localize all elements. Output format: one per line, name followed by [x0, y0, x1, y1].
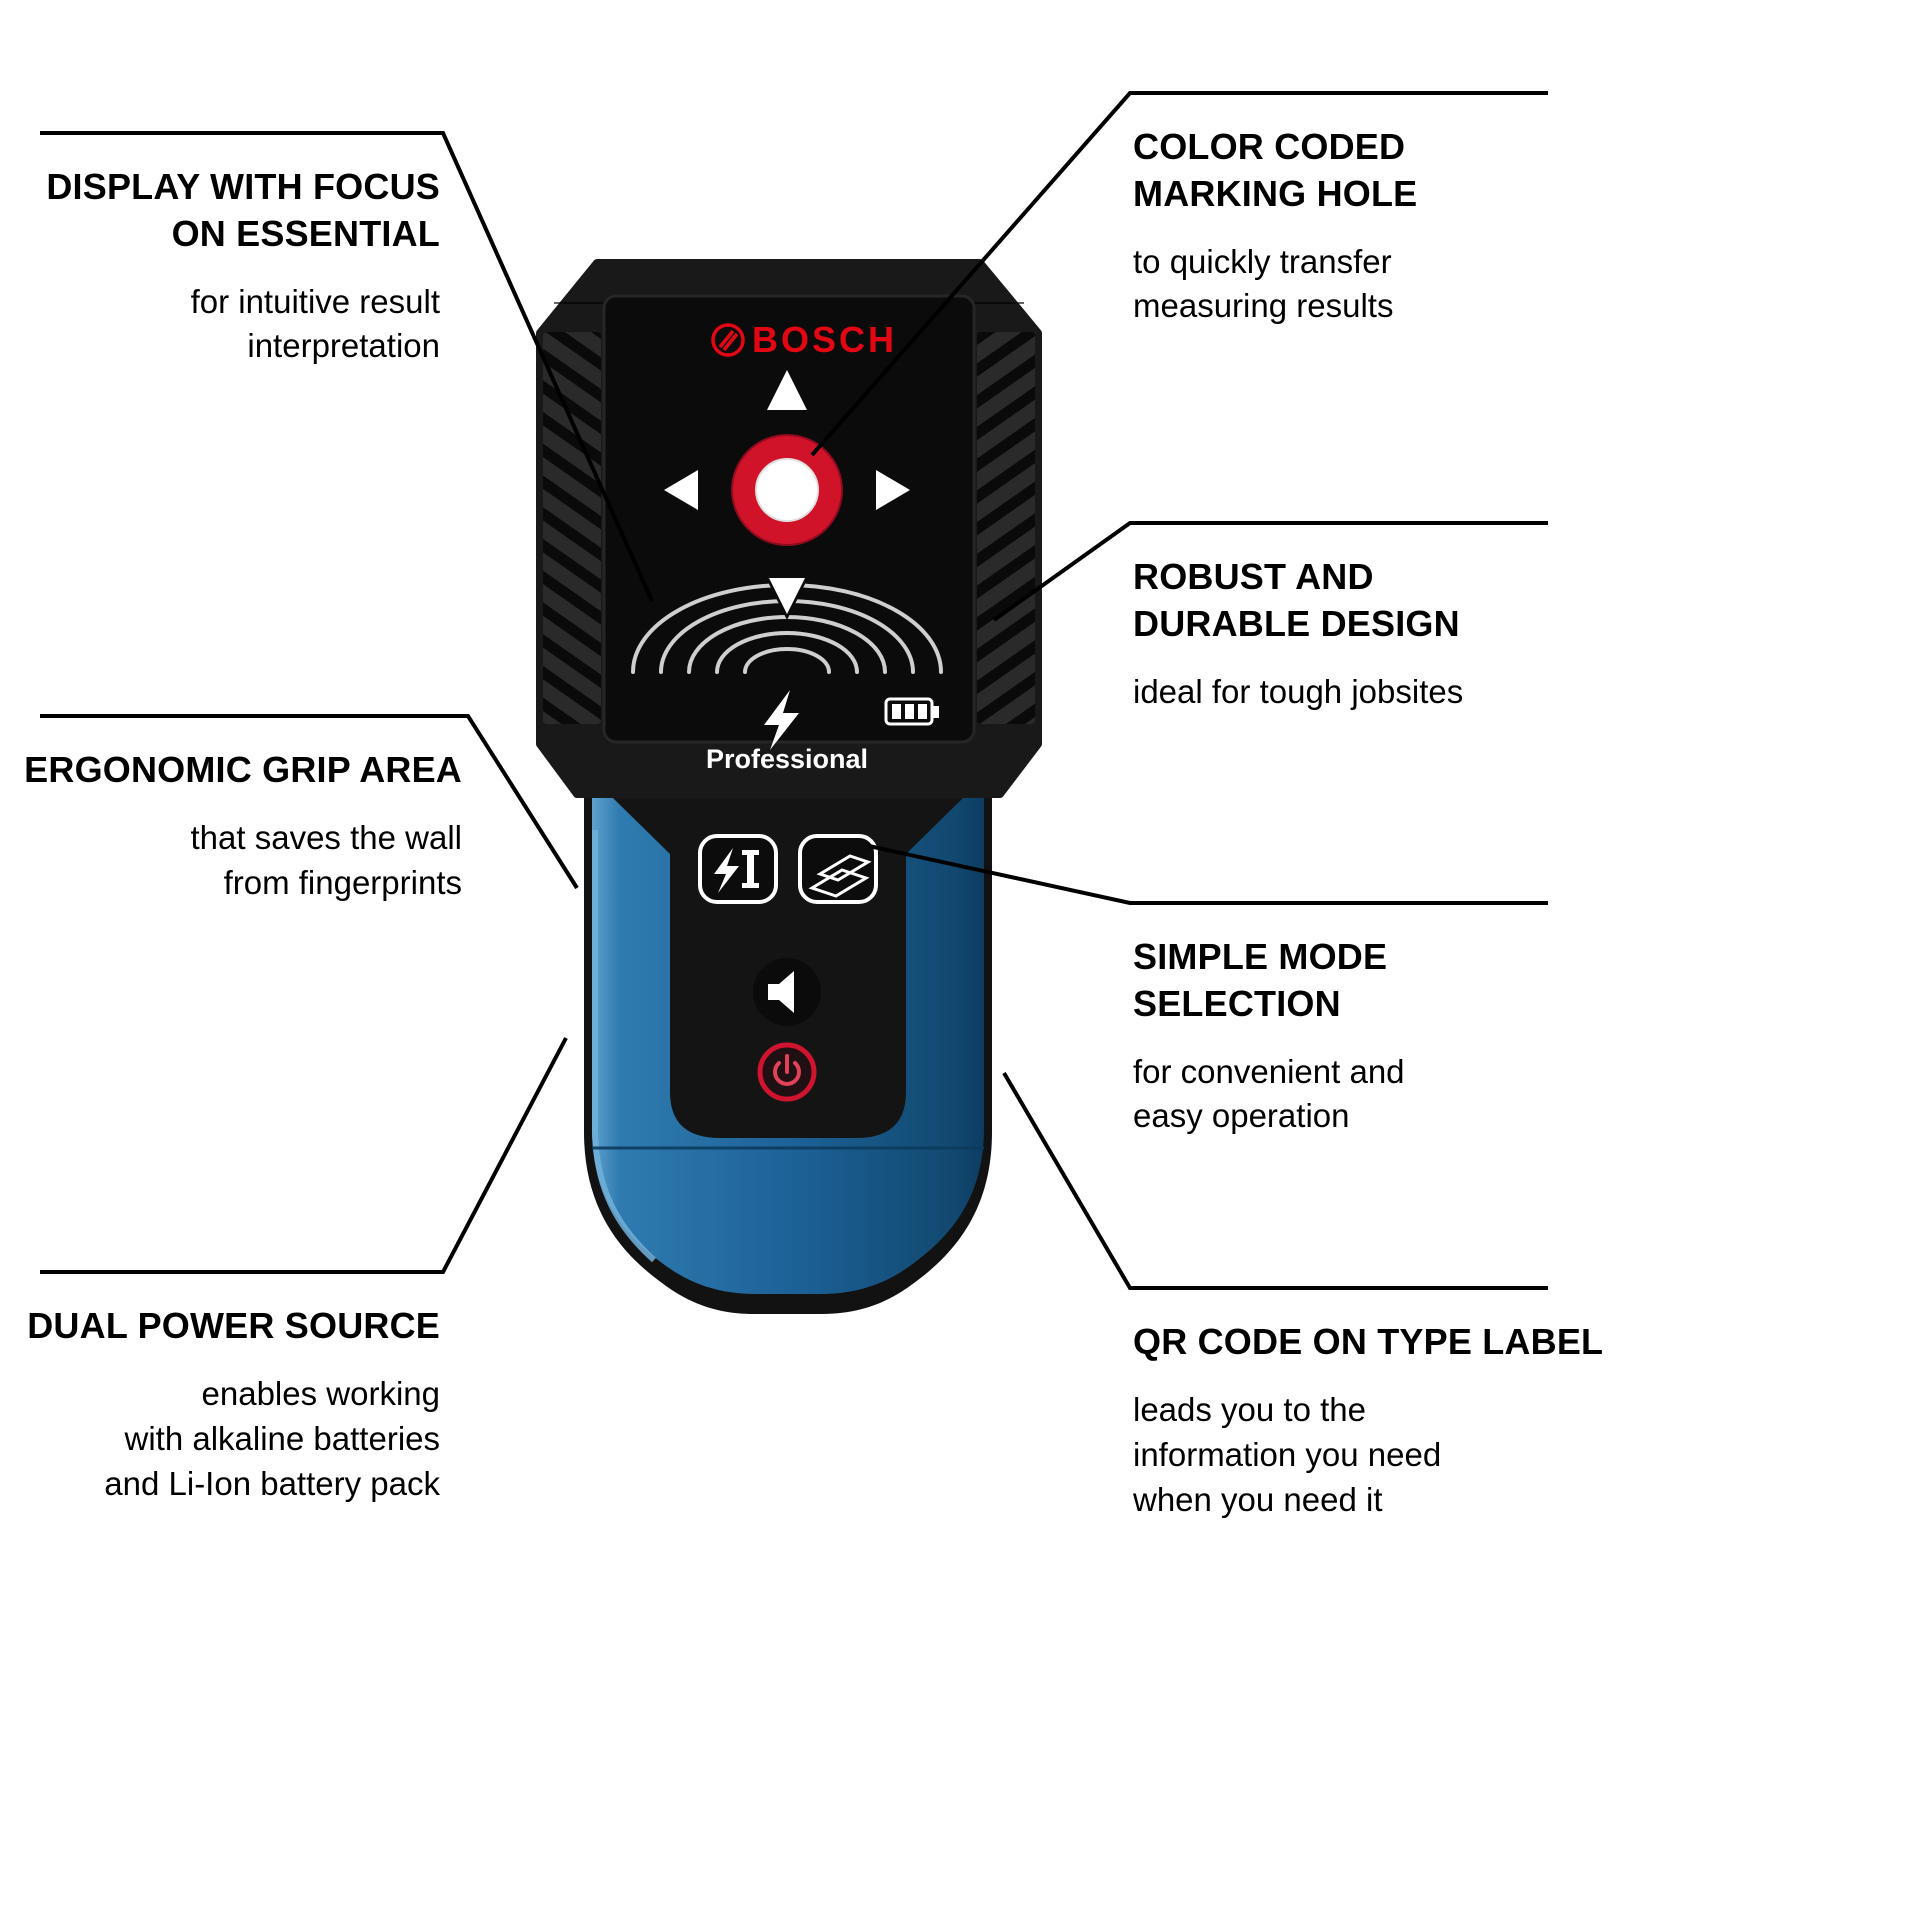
leader-line-mode — [868, 844, 1548, 905]
callout-qr: QR CODE ON TYPE LABEL leads you to the i… — [1133, 1301, 1613, 1540]
callout-ergonomic-title: ERGONOMIC GRIP AREA — [24, 749, 462, 790]
callout-display-title: DISPLAY WITH FOCUS ON ESSENTIAL — [46, 166, 440, 254]
rib-grip-right — [977, 332, 1035, 724]
leader-lines — [40, 91, 1548, 1290]
wiring-mode-button[interactable] — [698, 834, 778, 904]
material-mode-icon — [808, 868, 870, 898]
power-icon — [773, 1061, 801, 1086]
down-pointer-icon — [769, 578, 805, 614]
keypad-panel-neck — [612, 797, 964, 854]
right-arrow-icon — [876, 470, 910, 510]
callout-robust-title: ROBUST AND DURABLE DESIGN — [1133, 556, 1460, 644]
leader-line-marking-hole — [810, 91, 1548, 457]
callout-display: DISPLAY WITH FOCUS ON ESSENTIAL for intu… — [0, 146, 440, 387]
grip-left-highlight — [592, 830, 656, 1263]
callout-mode-title: SIMPLE MODE SELECTION — [1133, 936, 1388, 1024]
callout-ergonomic: ERGONOMIC GRIP AREA that saves the wall … — [0, 729, 462, 924]
callout-marking-hole-desc: to quickly transfer measuring results — [1133, 242, 1394, 325]
callout-robust: ROBUST AND DURABLE DESIGN ideal for toug… — [1133, 536, 1593, 732]
callout-qr-title: QR CODE ON TYPE LABEL — [1133, 1321, 1604, 1362]
speaker-button[interactable] — [753, 958, 821, 1026]
speaker-icon — [768, 971, 794, 1013]
callout-power: DUAL POWER SOURCE enables working with a… — [0, 1285, 440, 1524]
bosch-logo-icon: BOSCH — [711, 319, 897, 360]
power-button[interactable] — [757, 1042, 817, 1102]
device: BOSCH — [536, 259, 1042, 1314]
lightning-icon — [764, 690, 799, 750]
callout-display-desc: for intuitive result interpretation — [190, 282, 440, 365]
callout-robust-desc: ideal for tough jobsites — [1133, 672, 1464, 710]
up-arrow-icon — [767, 370, 807, 410]
battery-icon — [884, 697, 939, 726]
callout-mode-desc: for convenient and easy operation — [1133, 1052, 1405, 1135]
callout-power-desc: enables working with alkaline batteries … — [104, 1374, 440, 1502]
product-line-label: Professional — [706, 744, 868, 774]
material-mode-button[interactable] — [798, 834, 878, 904]
rib-grip-left — [543, 332, 601, 724]
callout-marking-hole-title: COLOR CODED MARKING HOLE — [1133, 126, 1418, 214]
callout-mode: SIMPLE MODE SELECTION for convenient and… — [1133, 916, 1593, 1157]
marking-hole[interactable] — [731, 434, 843, 546]
callout-power-title: DUAL POWER SOURCE — [27, 1305, 440, 1346]
leader-line-display — [40, 131, 654, 602]
callout-qr-desc: leads you to the information you need wh… — [1133, 1390, 1442, 1518]
leader-line-robust — [992, 521, 1548, 622]
leader-line-ergonomic — [40, 714, 579, 890]
leader-line-qr — [1002, 1071, 1548, 1290]
callout-marking-hole: COLOR CODED MARKING HOLE to quickly tran… — [1133, 106, 1593, 347]
leader-line-power — [40, 1037, 568, 1274]
brand-text: BOSCH — [752, 319, 897, 360]
wiring-mode-icon — [714, 848, 739, 893]
callout-ergonomic-desc: that saves the wall from fingerprints — [190, 818, 462, 901]
left-arrow-icon — [664, 470, 698, 510]
